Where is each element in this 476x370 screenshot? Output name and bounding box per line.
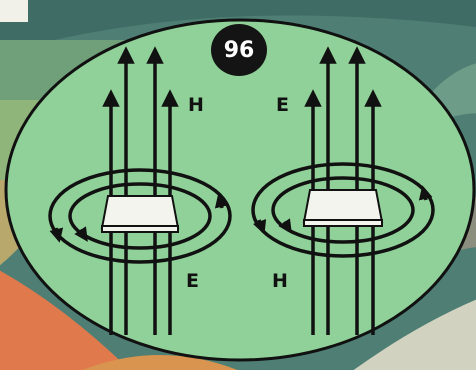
right-block bbox=[304, 190, 382, 226]
right-bottom-label: H bbox=[272, 272, 288, 291]
left-top-label: H bbox=[188, 96, 204, 115]
left-loop-arrow-3 bbox=[220, 200, 222, 208]
figure-number-badge: 96 bbox=[211, 24, 267, 76]
left-bottom-label: E bbox=[186, 272, 199, 291]
right-loop-arrow-3 bbox=[424, 192, 426, 200]
left-loop-arrow-1 bbox=[56, 228, 58, 236]
left-block bbox=[102, 196, 178, 232]
right-top-label: E bbox=[276, 96, 289, 115]
